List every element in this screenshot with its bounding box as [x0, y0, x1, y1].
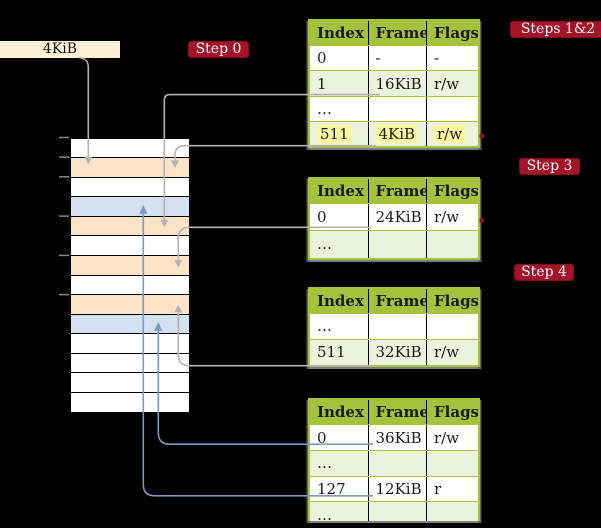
page-table-final-row-1-cell-1 — [369, 450, 427, 476]
page-table-final-header-index: Index — [310, 400, 369, 425]
page-table-steps-1-2-row-3: 511 4KiB r/w — [310, 120, 478, 147]
page-table-steps-1-2-row-2-cell-1 — [369, 96, 427, 121]
memory-row-4-mapped-page — [71, 197, 189, 217]
memory-row-14-free — [71, 393, 189, 412]
page-table-step-4-header-flags: Flags — [434, 291, 478, 310]
page-table-final-row-1: … — [310, 449, 478, 476]
page-table-steps-1-2-row-2: … — [310, 95, 478, 121]
step-3-label: Step 3 — [519, 158, 580, 175]
page-table-steps-1-2-row-2-cell-0: … — [310, 96, 369, 121]
page-table-final-row-0-cell-1: 36KiB — [369, 425, 427, 450]
page-table-final-row-2-cell-0: 127 — [310, 476, 369, 502]
memory-row-2-page-table — [71, 158, 189, 178]
page-table-final-header-flags: Flags — [434, 403, 478, 422]
page-table-step-4-row-0-cell-1 — [369, 313, 427, 339]
memory-row-5-page-table — [71, 216, 189, 237]
page-table-final-row-3: … — [310, 501, 478, 521]
page-table-step-4-row-0: … — [310, 312, 478, 339]
page-table-steps-1-2-row-1-cell-1: 16KiB — [369, 71, 427, 96]
page-table-step-3-row-1-cell-1 — [369, 231, 427, 258]
page-table-steps-1-2-header-frame: Frame — [369, 21, 427, 46]
page-table-step-3-row-1: … — [310, 230, 478, 258]
highlighted-value: r/w — [434, 124, 466, 143]
step-4-label: Step 4 — [514, 264, 574, 281]
highlighted-value: 4KiB — [375, 124, 419, 143]
page-table-step-4-row-1-cell-2: r/w — [434, 343, 460, 362]
page-table-steps-1-2-header-flags: Flags — [434, 24, 478, 43]
page-table-steps-1-2-row-2-cell-2 — [427, 97, 478, 121]
memory-row-11-free — [71, 334, 189, 354]
page-table-final-row-2-cell-2: r — [434, 480, 442, 499]
memory-row-6-free — [71, 236, 189, 256]
memory-row-12-free — [71, 353, 189, 374]
step-0-label: Step 0 — [188, 41, 249, 58]
memory-row-1-free — [71, 138, 189, 159]
page-table-step-3-header-frame: Frame — [369, 178, 427, 203]
highlighted-value: 511 — [317, 124, 352, 143]
memory-tick-marks — [59, 136, 69, 296]
page-table-steps-1-2-row-1-cell-2: r/w — [434, 74, 460, 93]
page-table-step-4-row-1-cell-0: 511 — [310, 339, 369, 366]
page-table-step-3-header-index: Index — [310, 178, 369, 203]
page-table-steps-1-2-row-3-cell-2: r/w — [427, 122, 478, 146]
frame-size-box: 4KiB — [0, 41, 120, 58]
page-table-step-3-row-1-cell-0: … — [310, 231, 369, 258]
page-table-steps-1-2-row-3-cell-1: 4KiB — [369, 121, 427, 147]
memory-column — [70, 137, 190, 413]
page-table-final-row-3-cell-2 — [427, 502, 478, 520]
page-table-final-row-1-cell-0: … — [310, 450, 369, 476]
page-table-steps-1-2-row-0: 0-- — [310, 45, 478, 71]
page-table-steps-1-2-row-0-cell-2: - — [434, 49, 440, 68]
page-table-final-row-3-cell-0: … — [310, 502, 369, 521]
page-table-steps-1-2-row-1-cell-0: 1 — [310, 71, 369, 96]
memory-row-10-mapped-page — [71, 314, 189, 335]
page-table-step-3-row-0-cell-0: 0 — [310, 203, 369, 231]
page-table-steps-1-2-row-0-cell-1: - — [369, 46, 427, 71]
page-table-step-4-row-1-cell-1: 32KiB — [369, 339, 427, 366]
page-table-step-4-row-0-cell-2 — [427, 314, 478, 339]
page-table-step-3-row-1-cell-2 — [427, 231, 478, 258]
memory-row-7-page-table — [71, 255, 189, 276]
page-table-step-4-row-0-cell-0: … — [310, 313, 369, 339]
memory-row-8-free — [71, 275, 189, 296]
page-table-step-3-row-0-cell-1: 24KiB — [369, 203, 427, 231]
page-table-final-row-0-cell-2: r/w — [434, 428, 460, 447]
entry-marker-t2-0 — [479, 218, 484, 223]
page-table-step-4-header-index: Index — [310, 288, 369, 313]
page-table-step-3-row-0-cell-2: r/w — [434, 207, 460, 226]
memory-row-3-free — [71, 177, 189, 198]
page-table-steps-1-2-header-index: Index — [310, 21, 369, 46]
page-table-final-row-3-cell-1 — [369, 502, 427, 521]
page-table-final-header-frame: Frame — [369, 400, 427, 425]
page-table-steps-1-2-row-0-cell-0: 0 — [310, 46, 369, 71]
page-table-final-row-0-cell-0: 0 — [310, 425, 369, 450]
page-table-final-row-1-cell-2 — [427, 451, 478, 476]
page-table-steps-1-2-row-3-cell-0: 511 — [310, 121, 369, 147]
steps-1-2-label: Steps 1&2 — [510, 21, 601, 38]
page-table-step-4-header-frame: Frame — [369, 288, 427, 313]
memory-row-9-page-table — [71, 295, 189, 315]
entry-marker-t1-511 — [479, 134, 484, 138]
page-table-final-row-2-cell-1: 12KiB — [369, 476, 427, 502]
memory-row-13-free — [71, 373, 189, 394]
page-table-step-3-header-flags: Flags — [434, 181, 478, 200]
